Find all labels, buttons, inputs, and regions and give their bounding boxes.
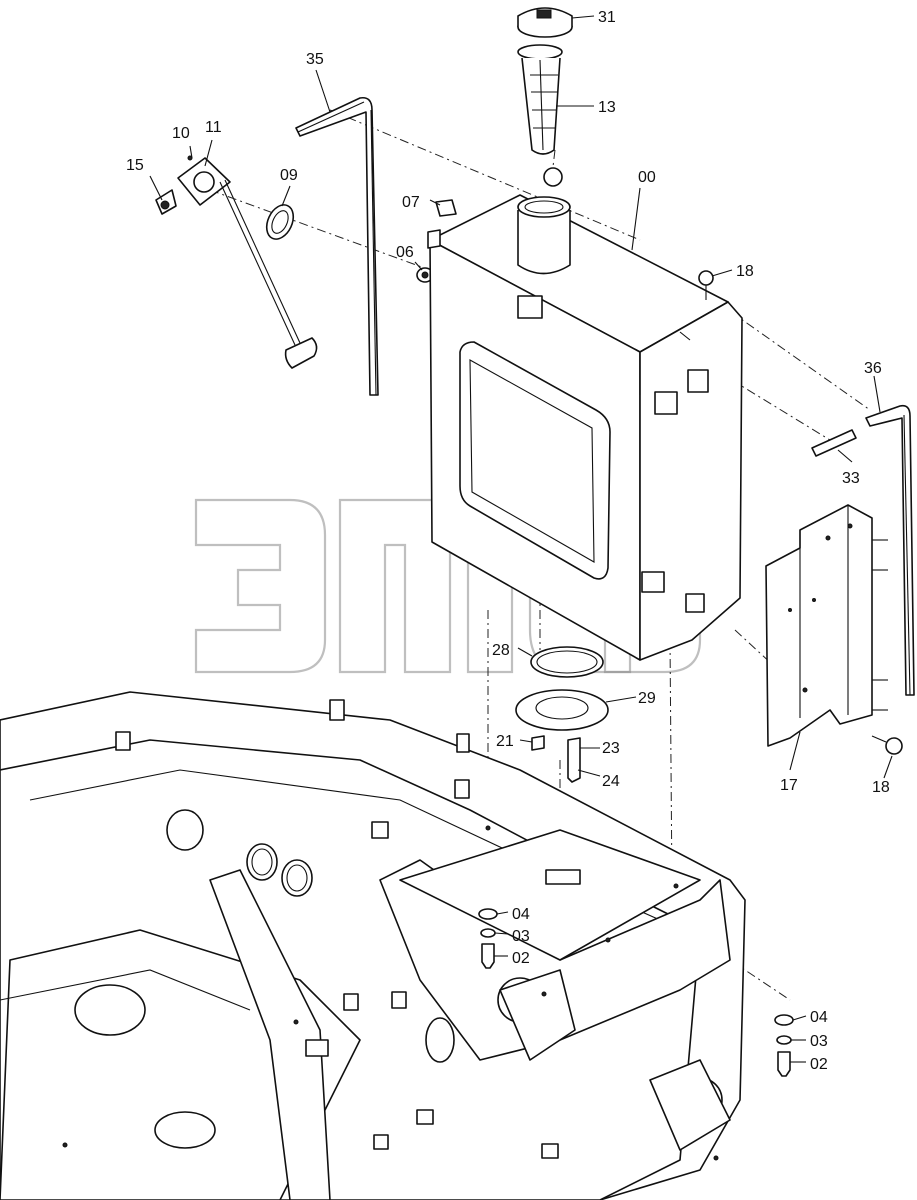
label-31: 31 bbox=[598, 9, 616, 26]
leader-lines bbox=[149, 15, 893, 1063]
label-11: 11 bbox=[205, 119, 222, 136]
bolt-set-right bbox=[774, 1014, 794, 1077]
fuel-cap-part bbox=[517, 7, 573, 38]
bolt-set-center bbox=[478, 908, 498, 969]
label-23: 23 bbox=[602, 740, 620, 757]
label-09: 09 bbox=[280, 167, 298, 184]
label-02-right: 02 bbox=[810, 1056, 828, 1073]
label-21: 21 bbox=[496, 733, 514, 750]
label-03-right: 03 bbox=[810, 1033, 828, 1050]
fuel-tank bbox=[427, 194, 743, 661]
label-13: 13 bbox=[598, 99, 616, 116]
part-number-labels: 31 13 35 00 10 11 15 09 07 06 18 36 33 2… bbox=[126, 9, 890, 1073]
fuel-sender-assembly bbox=[155, 155, 318, 369]
bolt-18-top bbox=[698, 270, 714, 300]
side-plate-17 bbox=[765, 504, 888, 747]
label-28: 28 bbox=[492, 642, 510, 659]
label-18-bottom: 18 bbox=[872, 779, 890, 796]
strainer-part bbox=[517, 44, 563, 187]
drain-assembly bbox=[515, 646, 609, 783]
label-29: 29 bbox=[638, 690, 656, 707]
label-15: 15 bbox=[126, 157, 144, 174]
label-03-center: 03 bbox=[512, 928, 530, 945]
label-04-center: 04 bbox=[512, 906, 530, 923]
label-00: 00 bbox=[638, 169, 656, 186]
rubber-strip-36 bbox=[865, 404, 915, 696]
label-24: 24 bbox=[602, 773, 620, 790]
label-02-center: 02 bbox=[512, 950, 530, 967]
label-33: 33 bbox=[842, 470, 860, 487]
rubber-strip-35 bbox=[295, 96, 379, 396]
label-35: 35 bbox=[306, 51, 324, 68]
label-07: 07 bbox=[402, 194, 420, 211]
strip-33 bbox=[811, 429, 857, 457]
upper-frame-chassis bbox=[0, 691, 746, 1200]
label-04-right: 04 bbox=[810, 1009, 828, 1026]
bolt-18-bottom bbox=[871, 735, 903, 755]
label-06: 06 bbox=[396, 244, 414, 261]
label-17: 17 bbox=[780, 777, 798, 794]
label-10: 10 bbox=[172, 125, 190, 142]
label-36: 36 bbox=[864, 360, 882, 377]
label-18-top: 18 bbox=[736, 263, 754, 280]
gasket-09 bbox=[265, 204, 295, 240]
